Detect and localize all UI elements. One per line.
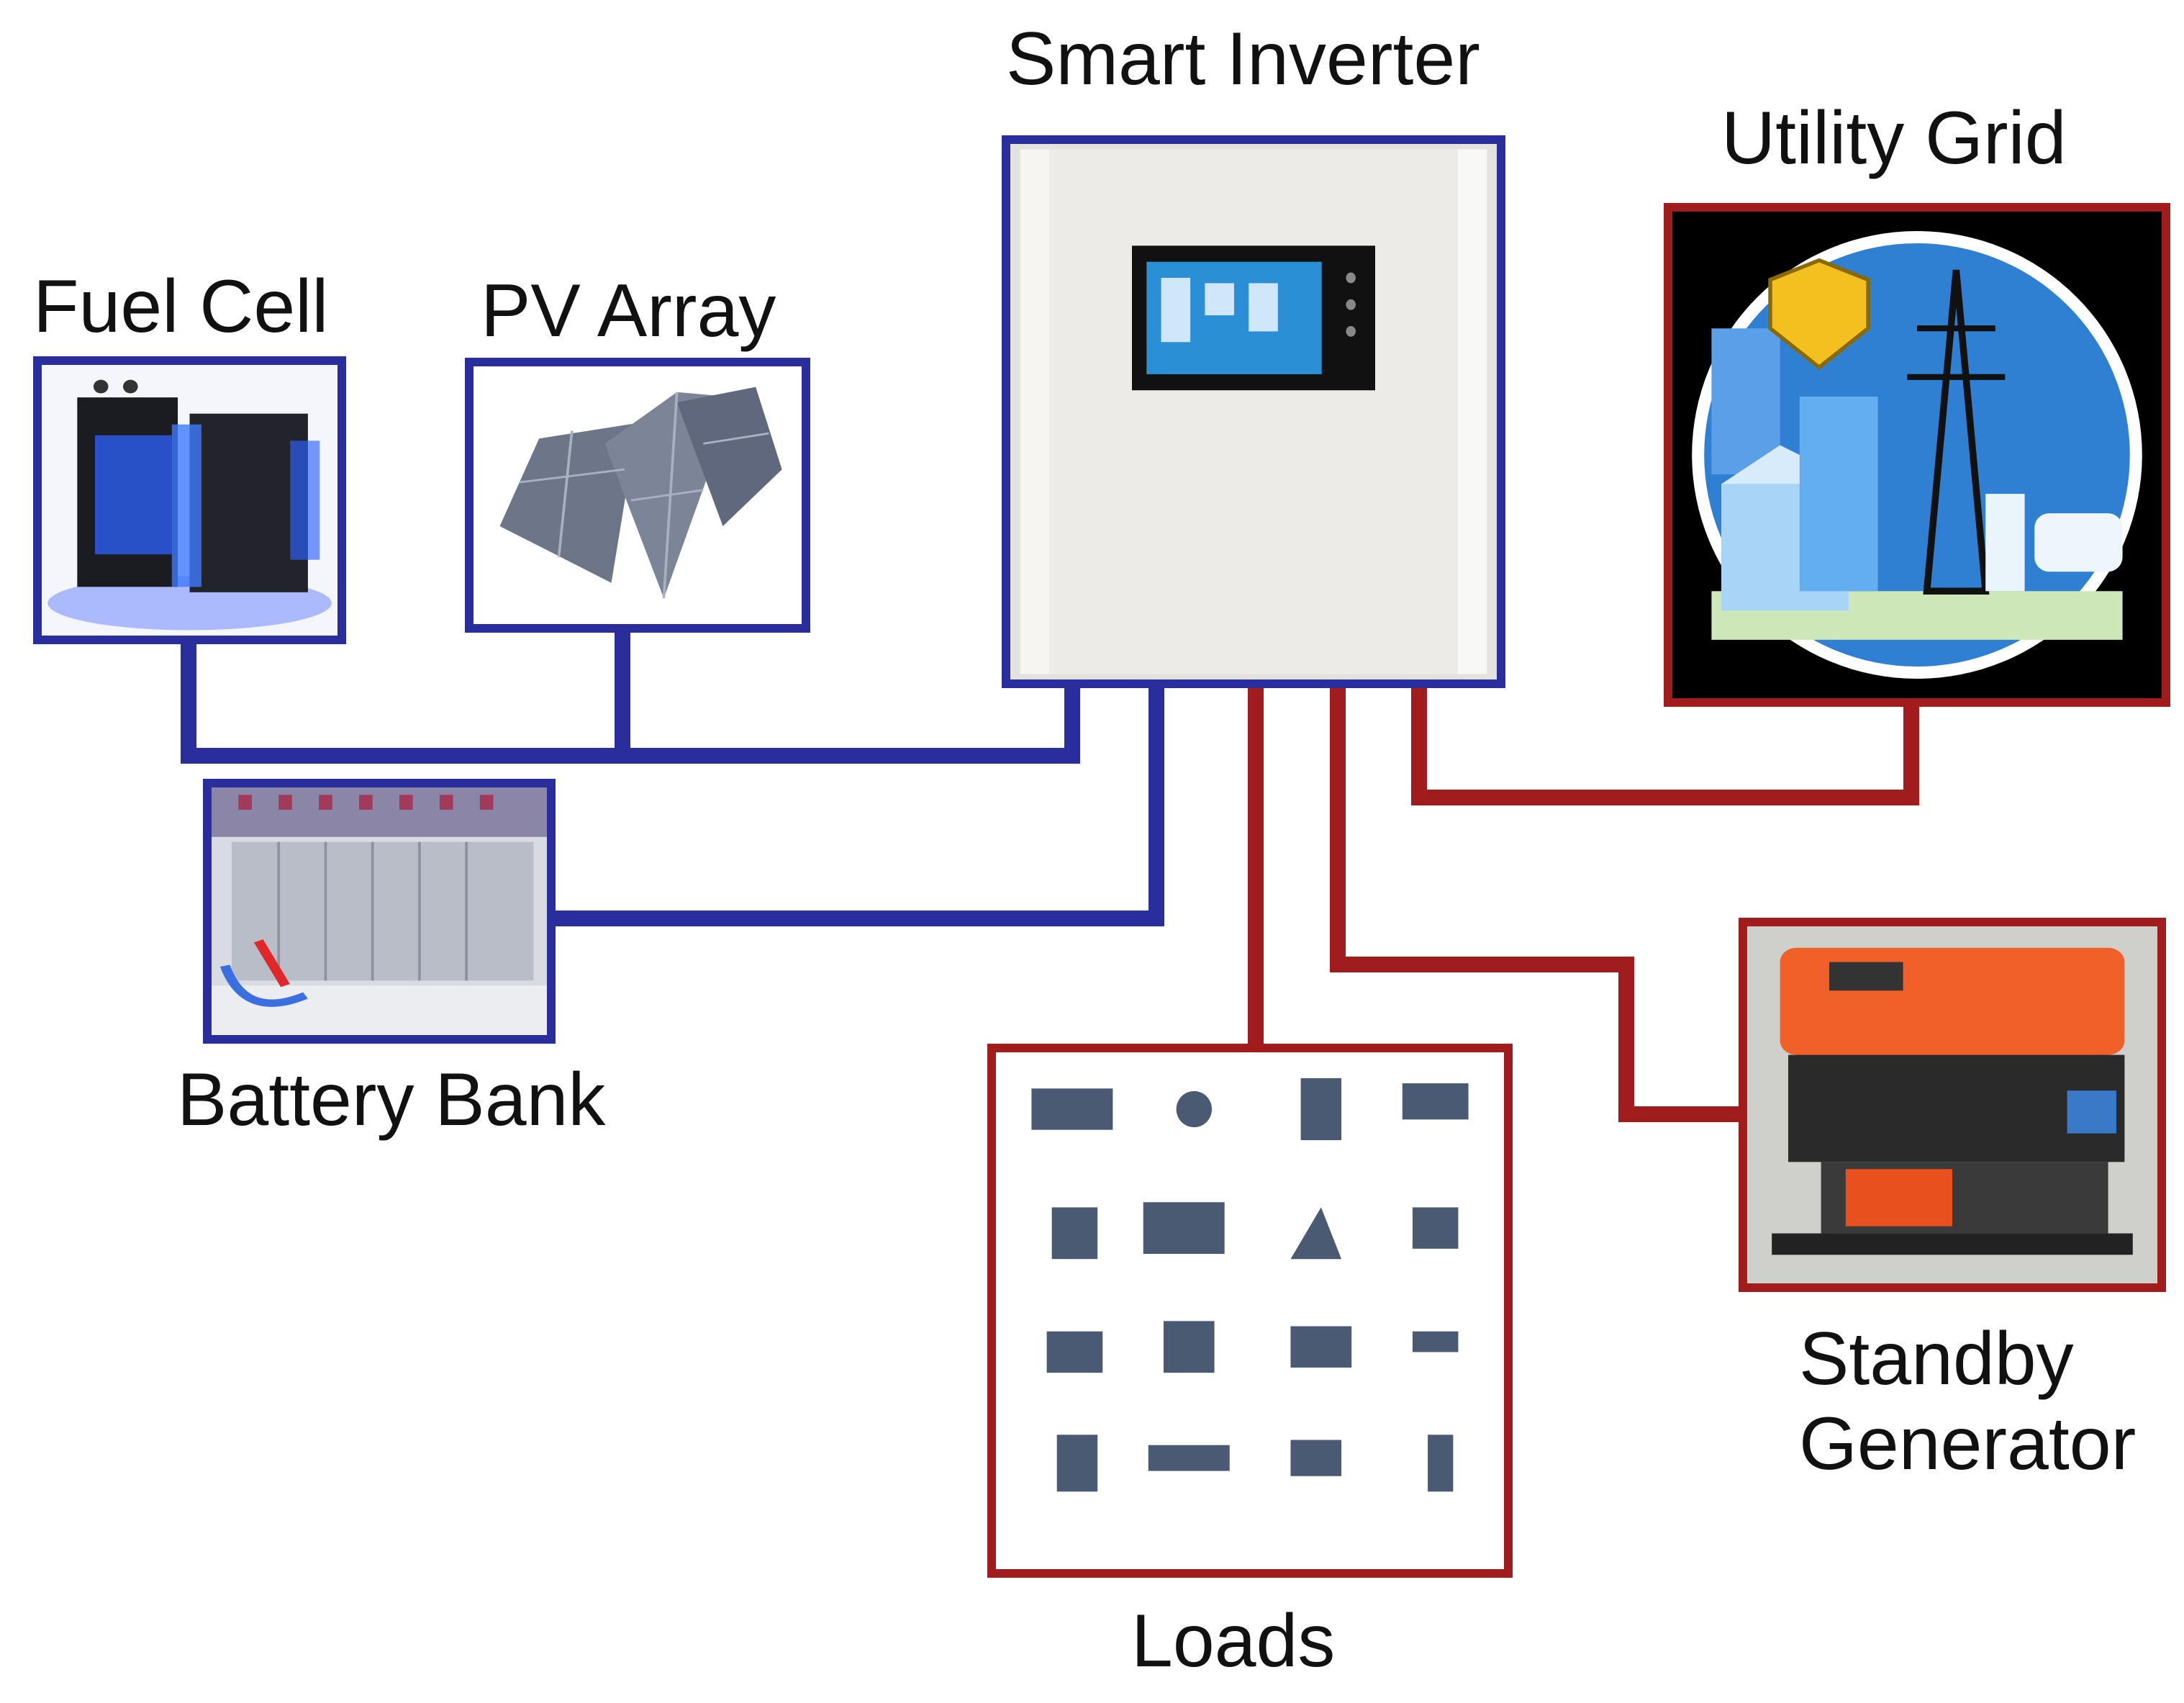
- pv-array-label: PV Array: [481, 269, 776, 353]
- standby-generator-label: Standby Generator: [1799, 1317, 2137, 1486]
- household-appliances-icon: [996, 1052, 1504, 1569]
- fuel-cell-unit-icon: [42, 365, 337, 636]
- standby-generator-label-line1: Standby: [1799, 1317, 2074, 1401]
- portable-generator-icon: [1747, 926, 2157, 1283]
- utility-grid-label: Utility Grid: [1721, 96, 2067, 180]
- utility-grid-to-inverter-line: [1411, 674, 1919, 805]
- battery-bank-box: [203, 779, 556, 1044]
- smart-inverter-label: Smart Inverter: [1006, 17, 1480, 101]
- solar-panel-icon: [473, 366, 802, 624]
- battery-bank-to-inverter-line: [543, 674, 1164, 926]
- utility-grid-icon: [1672, 212, 2162, 698]
- standby-generator-label-line2: Generator: [1799, 1402, 2137, 1486]
- generator-to-inverter-line: [1330, 674, 1751, 1122]
- standby-generator-box: [1739, 918, 2166, 1292]
- loads-box: [987, 1044, 1513, 1578]
- loads-label: Loads: [1131, 1599, 1336, 1683]
- utility-grid-box: [1664, 203, 2170, 707]
- battery-bank-label: Battery Bank: [177, 1058, 606, 1142]
- fuel-cell-box: [33, 356, 346, 644]
- inverter-cabinet-icon: [1010, 144, 1497, 679]
- fuel-cell-label: Fuel Cell: [33, 265, 329, 348]
- smart-inverter-box: [1002, 135, 1505, 688]
- battery-rack-icon: [212, 787, 547, 1035]
- pv-array-box: [465, 358, 810, 633]
